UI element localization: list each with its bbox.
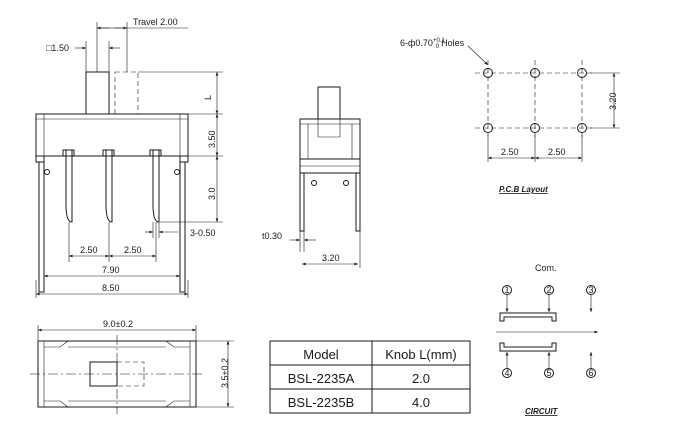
circuit-pin-number: 2: [546, 285, 551, 295]
model-table: Model Knob L(mm) BSL-2235A 2.0 BSL-2235B…: [269, 340, 471, 414]
end-view: t0.30 3.20: [262, 86, 361, 268]
pcb-hole: [483, 68, 493, 78]
knob-outline: [85, 71, 110, 115]
pcb-title: P.C.B Layout: [499, 185, 548, 194]
pin-1: [65, 150, 73, 223]
dim-end-320: 3.20: [322, 253, 340, 263]
circuit-pin: [502, 285, 512, 295]
pcb-hole: [530, 123, 540, 133]
table-header-model: Model: [303, 347, 339, 362]
dim-pitch-2: 2.50: [124, 245, 142, 255]
circuit-diagram: Com. 1 2 3 4 5 6 CIRCUIT: [496, 263, 598, 416]
circuit-contact-top: [499, 312, 557, 322]
dim-pitch-1: 2.50: [80, 245, 98, 255]
circuit-pin-number: 5: [546, 368, 551, 378]
pcb-hole: [577, 68, 587, 78]
knob-travel-outline: [114, 71, 139, 115]
pcb-dim-320: 3.20: [608, 92, 618, 110]
pin-3: [152, 150, 160, 223]
circuit-pin: [502, 368, 512, 378]
table-cell-knob: 2.0: [412, 371, 430, 386]
pin-2: [105, 150, 113, 223]
mount-leg-left: [38, 161, 45, 293]
circuit-pin-number: 6: [588, 368, 593, 378]
pcb-dim-250b: 2.50: [548, 147, 566, 157]
end-leg-left: [299, 172, 305, 232]
dim-top-width: 9.0±0.2: [103, 319, 133, 329]
circuit-pin-number: 3: [588, 285, 593, 295]
table-cell-knob: 4.0: [412, 395, 430, 410]
end-housing: [299, 118, 361, 160]
pcb-hole: [530, 68, 540, 78]
dim-790: 7.90: [102, 265, 120, 275]
dim-travel: Travel 2.00: [133, 17, 178, 27]
circuit-pin-number: 4: [504, 368, 509, 378]
circuit-pin: [586, 368, 596, 378]
dim-square-150: □1.50: [46, 43, 69, 53]
circuit-pin: [544, 285, 554, 295]
end-knob: [317, 86, 341, 120]
circuit-pin-number: 1: [504, 285, 509, 295]
circuit-pin: [544, 368, 554, 378]
dim-knob-L: L: [203, 95, 213, 100]
end-leg-right: [355, 172, 361, 232]
table-cell-model: BSL-2235B: [288, 395, 355, 410]
pcb-hole: [577, 123, 587, 133]
table-header-knob: Knob L(mm): [385, 347, 457, 362]
table-cell-model: BSL-2235A: [288, 371, 355, 386]
dim-pin-width: 3-0.50: [190, 228, 216, 238]
dim-t030: t0.30: [262, 231, 282, 241]
circuit-title: CIRCUIT: [525, 407, 559, 416]
circuit-pin: [586, 285, 596, 295]
pcb-hole: [483, 123, 493, 133]
circuit-com-label: Com.: [535, 263, 557, 273]
dim-top-height: 3.5±0.2: [220, 358, 230, 388]
dim-30: 3.0: [207, 187, 217, 200]
mount-leg-right: [179, 161, 186, 293]
pcb-dim-250a: 2.50: [501, 147, 519, 157]
top-view: 9.0±0.2 3.5±0.2: [30, 319, 234, 414]
side-view: □1.50 Travel 2.00 L 3.50 3.0 3-0.50: [35, 17, 223, 298]
dim-350: 3.50: [207, 130, 217, 148]
dim-850: 8.50: [102, 283, 120, 293]
circuit-contact-bottom: [499, 342, 557, 352]
